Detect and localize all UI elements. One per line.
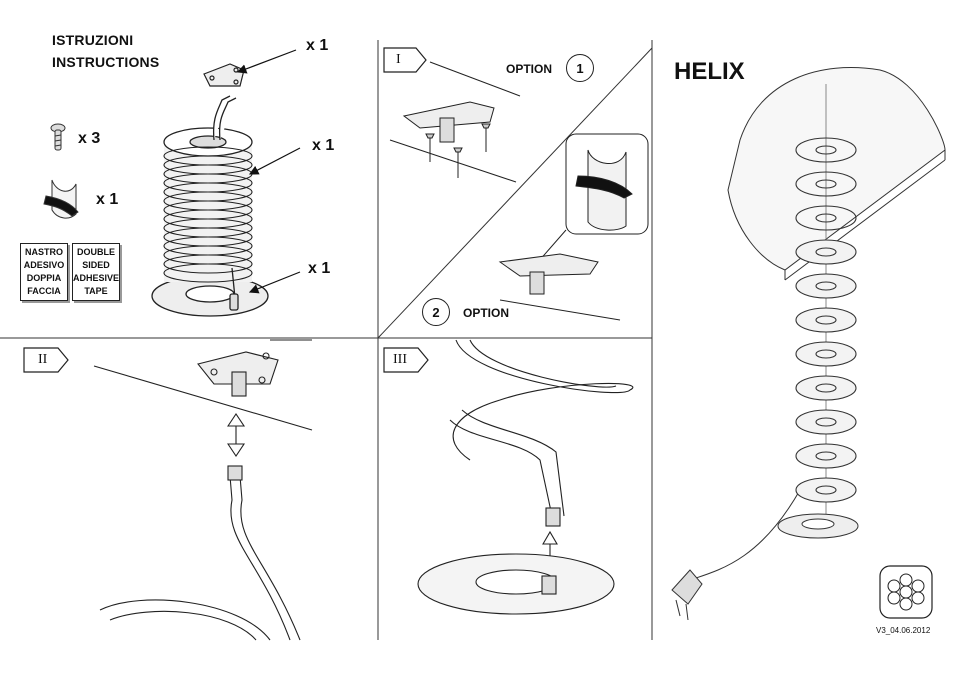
panel-3-illustration — [417, 339, 634, 615]
screw-icon — [50, 123, 66, 151]
logo-circle — [899, 573, 913, 587]
mounting-bracket-icon — [203, 63, 245, 87]
option-1-number: 1 — [566, 54, 594, 82]
version-label: V3_04.06.2012 — [876, 626, 931, 635]
tape-label-it-line-3: DOPPIA — [26, 273, 62, 283]
helix-ring-inner — [815, 179, 837, 189]
helix-ring — [795, 477, 857, 503]
helix-ring — [795, 307, 857, 333]
option-2-label: OPTION — [463, 306, 510, 320]
helix-ring — [795, 375, 857, 401]
helix-ring — [795, 239, 857, 265]
adhesive-tape-icon — [43, 179, 79, 219]
bracket-quantity: x 1 — [306, 37, 329, 54]
helix-ring-inner — [815, 315, 837, 325]
logo-circle — [887, 591, 901, 605]
helix-ring — [795, 409, 857, 435]
helix-ring-inner — [815, 247, 837, 257]
helix-ring-inner — [815, 485, 837, 495]
helix-ring-inner — [815, 451, 837, 461]
tape-label-english: DOUBLE SIDED ADHESIVE TAPE — [72, 243, 120, 301]
panel-1-option2-illustration — [498, 133, 649, 321]
tape-quantity: x 1 — [96, 191, 119, 208]
step-1-label: I — [396, 52, 401, 67]
tape-label-italian: NASTRO ADESIVO DOPPIA FACCIA — [20, 243, 68, 301]
helix-ring-inner — [815, 213, 837, 223]
helix-coil-stem — [212, 95, 239, 311]
helix-ring-inner — [815, 417, 837, 427]
helix-ring-inner — [815, 281, 837, 291]
helix-ring — [795, 341, 857, 367]
title-english: INSTRUCTIONS — [52, 54, 160, 70]
logo-circle — [911, 591, 925, 605]
brand-title: HELIX — [674, 58, 745, 85]
panel-1-illustration — [389, 61, 521, 183]
tape-label-it-line-1: NASTRO — [25, 247, 63, 257]
panel-2-illustration — [93, 339, 313, 641]
logo-icon — [879, 565, 933, 619]
helix-ring — [795, 137, 857, 163]
option-2-number: 2 — [422, 298, 450, 326]
helix-ring — [795, 205, 857, 231]
tape-label-en-line-4: TAPE — [84, 286, 108, 296]
tape-label-en-line-3: ADHESIVE — [73, 273, 120, 283]
logo-circle — [899, 585, 913, 599]
title-italian: ISTRUZIONI — [52, 32, 134, 48]
coil-ring — [163, 254, 253, 274]
base-quantity: x 1 — [308, 260, 331, 277]
helix-quantity: x 1 — [312, 137, 335, 154]
logo-circle — [911, 579, 925, 593]
panel-dividers — [0, 40, 653, 640]
helix-ring — [795, 171, 857, 197]
logo-circle — [887, 579, 901, 593]
option-1-label: OPTION — [506, 62, 553, 76]
tape-label-en-line-1: DOUBLE — [77, 247, 115, 257]
helix-ring-inner — [815, 383, 837, 393]
assembled-helix-rings — [795, 137, 857, 503]
tape-label-it-line-2: ADESIVO — [23, 260, 65, 270]
helix-ring — [795, 443, 857, 469]
screws-quantity: x 3 — [78, 130, 101, 147]
logo-circles — [887, 573, 925, 611]
coil-ring — [163, 263, 253, 283]
step-2-label: II — [38, 352, 48, 367]
assembled-helix-illustration — [671, 67, 946, 621]
helix-ring-inner — [815, 349, 837, 359]
logo-circle — [899, 597, 913, 611]
helix-ring — [795, 273, 857, 299]
helix-ring-inner — [815, 145, 837, 155]
step-3-label: III — [393, 352, 407, 367]
tape-label-en-line-2: SIDED — [82, 260, 110, 270]
leader-lines — [236, 49, 301, 294]
helix-coil-rings — [163, 146, 253, 283]
tape-label-it-line-4: FACCIA — [27, 286, 61, 296]
